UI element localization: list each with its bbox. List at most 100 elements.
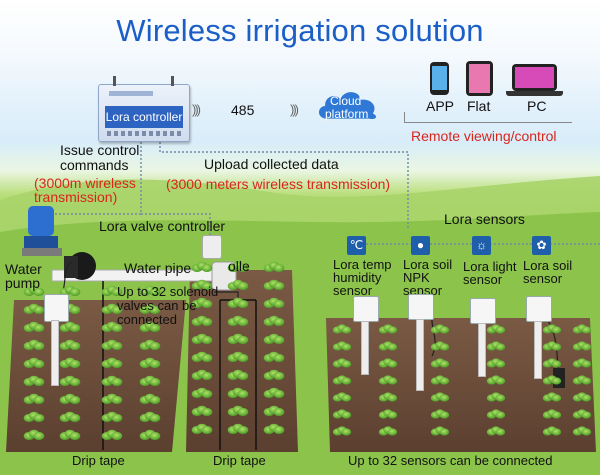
crop-plant xyxy=(23,285,45,297)
crop-plant xyxy=(139,321,161,333)
crop-plant xyxy=(191,333,213,345)
sensor-4-line2: sensor xyxy=(523,271,563,286)
crop-plant xyxy=(101,321,123,333)
crop-plant xyxy=(332,392,352,402)
sensor-1-line3: sensor xyxy=(333,283,373,298)
crop-plant xyxy=(227,279,249,291)
crop-plant xyxy=(542,426,562,436)
crop-plant xyxy=(263,405,285,417)
crop-plant xyxy=(23,303,45,315)
crop-plant xyxy=(486,392,506,402)
cloud-label-line1: Cloud xyxy=(330,94,362,108)
crop-plant xyxy=(263,279,285,291)
crop-plant xyxy=(572,375,592,385)
valve-note-line3: connected xyxy=(117,312,177,327)
crop-plant xyxy=(101,393,123,405)
crop-plant xyxy=(191,369,213,381)
crop-plant xyxy=(101,375,123,387)
sensor-section-title: Lora sensors xyxy=(444,211,525,227)
crop-plant xyxy=(139,285,161,297)
crop-plant xyxy=(332,409,352,419)
crop-plant xyxy=(486,375,506,385)
crop-plant xyxy=(191,297,213,309)
crop-plant xyxy=(101,411,123,423)
sensor-2-line2: NPK xyxy=(403,270,430,285)
crop-plant xyxy=(263,333,285,345)
crop-plant xyxy=(430,409,450,419)
crop-plant xyxy=(378,409,398,419)
water-pump-line2: pump xyxy=(5,275,41,291)
crop-plant xyxy=(263,369,285,381)
crop-plant xyxy=(263,261,285,273)
crop-plant xyxy=(227,297,249,309)
crop-plant xyxy=(542,324,562,334)
drip-tape-label-left: Drip tape xyxy=(72,453,125,468)
antenna-icon xyxy=(171,76,174,86)
issue-line3: (3000m wireless xyxy=(34,175,136,191)
crop-plant xyxy=(263,315,285,327)
soil-sensor-device xyxy=(526,296,552,322)
upload-line1: Upload collected data xyxy=(204,156,339,172)
crop-plant xyxy=(23,357,45,369)
crop-plant xyxy=(263,297,285,309)
crop-plant xyxy=(572,358,592,368)
crop-plant xyxy=(59,321,81,333)
crop-plant xyxy=(332,324,352,334)
crop-plant xyxy=(139,393,161,405)
water-pipe-label: Water pipe xyxy=(124,260,192,276)
crop-plant xyxy=(59,393,81,405)
crop-plant xyxy=(139,429,161,441)
sensor-footer: Up to 32 sensors can be connected xyxy=(348,453,553,468)
upload-line2: (3000 meters wireless transmission) xyxy=(166,176,391,192)
crop-plant xyxy=(59,357,81,369)
crop-plant xyxy=(23,429,45,441)
crop-plant xyxy=(332,375,352,385)
sensor-1-line1: Lora temp xyxy=(333,257,392,272)
crop-plant xyxy=(191,279,213,291)
crop-plant xyxy=(486,358,506,368)
crop-plant xyxy=(101,339,123,351)
phone-icon xyxy=(430,62,449,95)
sensor-3-line1: Lora light xyxy=(463,259,517,274)
crop-plant xyxy=(191,387,213,399)
sensor-4-line1: Lora soil xyxy=(523,258,573,273)
crop-plant xyxy=(378,392,398,402)
crop-plant xyxy=(227,369,249,381)
crop-plant xyxy=(263,387,285,399)
crop-plant xyxy=(59,411,81,423)
crop-plant xyxy=(59,429,81,441)
crop-plant xyxy=(263,423,285,435)
crop-plant xyxy=(23,339,45,351)
crop-plant xyxy=(59,339,81,351)
plant-icon: ✿ xyxy=(532,236,551,255)
wifi-wave-icon: ))) xyxy=(290,102,299,117)
crop-plant xyxy=(430,341,450,351)
lora-controller: Lora controller xyxy=(98,76,190,142)
cloud-icon xyxy=(319,92,377,120)
crop-plant xyxy=(430,358,450,368)
crop-plant xyxy=(191,315,213,327)
crop-plant xyxy=(101,303,123,315)
thermometer-icon: ● xyxy=(411,236,430,255)
crop-plant xyxy=(378,341,398,351)
crop-plant xyxy=(191,405,213,417)
crop-plant xyxy=(486,324,506,334)
issue-line4: transmission) xyxy=(34,189,118,205)
sensor-2-line1: Lora soil xyxy=(403,257,453,272)
crop-plant xyxy=(23,411,45,423)
sun-icon: ☼ xyxy=(472,236,491,255)
crop-plant xyxy=(486,409,506,419)
crop-plant xyxy=(430,426,450,436)
sensor-3-line2: sensor xyxy=(463,272,503,287)
crop-plant xyxy=(430,375,450,385)
crop-plant xyxy=(572,392,592,402)
crop-plant xyxy=(191,423,213,435)
controller-label: Lora controller xyxy=(105,106,183,128)
crop-plant xyxy=(430,324,450,334)
crop-plant xyxy=(191,261,213,273)
crop-plant xyxy=(23,393,45,405)
valve-note-line2: valves can be xyxy=(117,298,197,313)
device-label-pc: PC xyxy=(527,98,547,114)
crop-plant xyxy=(572,324,592,334)
crop-plant xyxy=(572,426,592,436)
